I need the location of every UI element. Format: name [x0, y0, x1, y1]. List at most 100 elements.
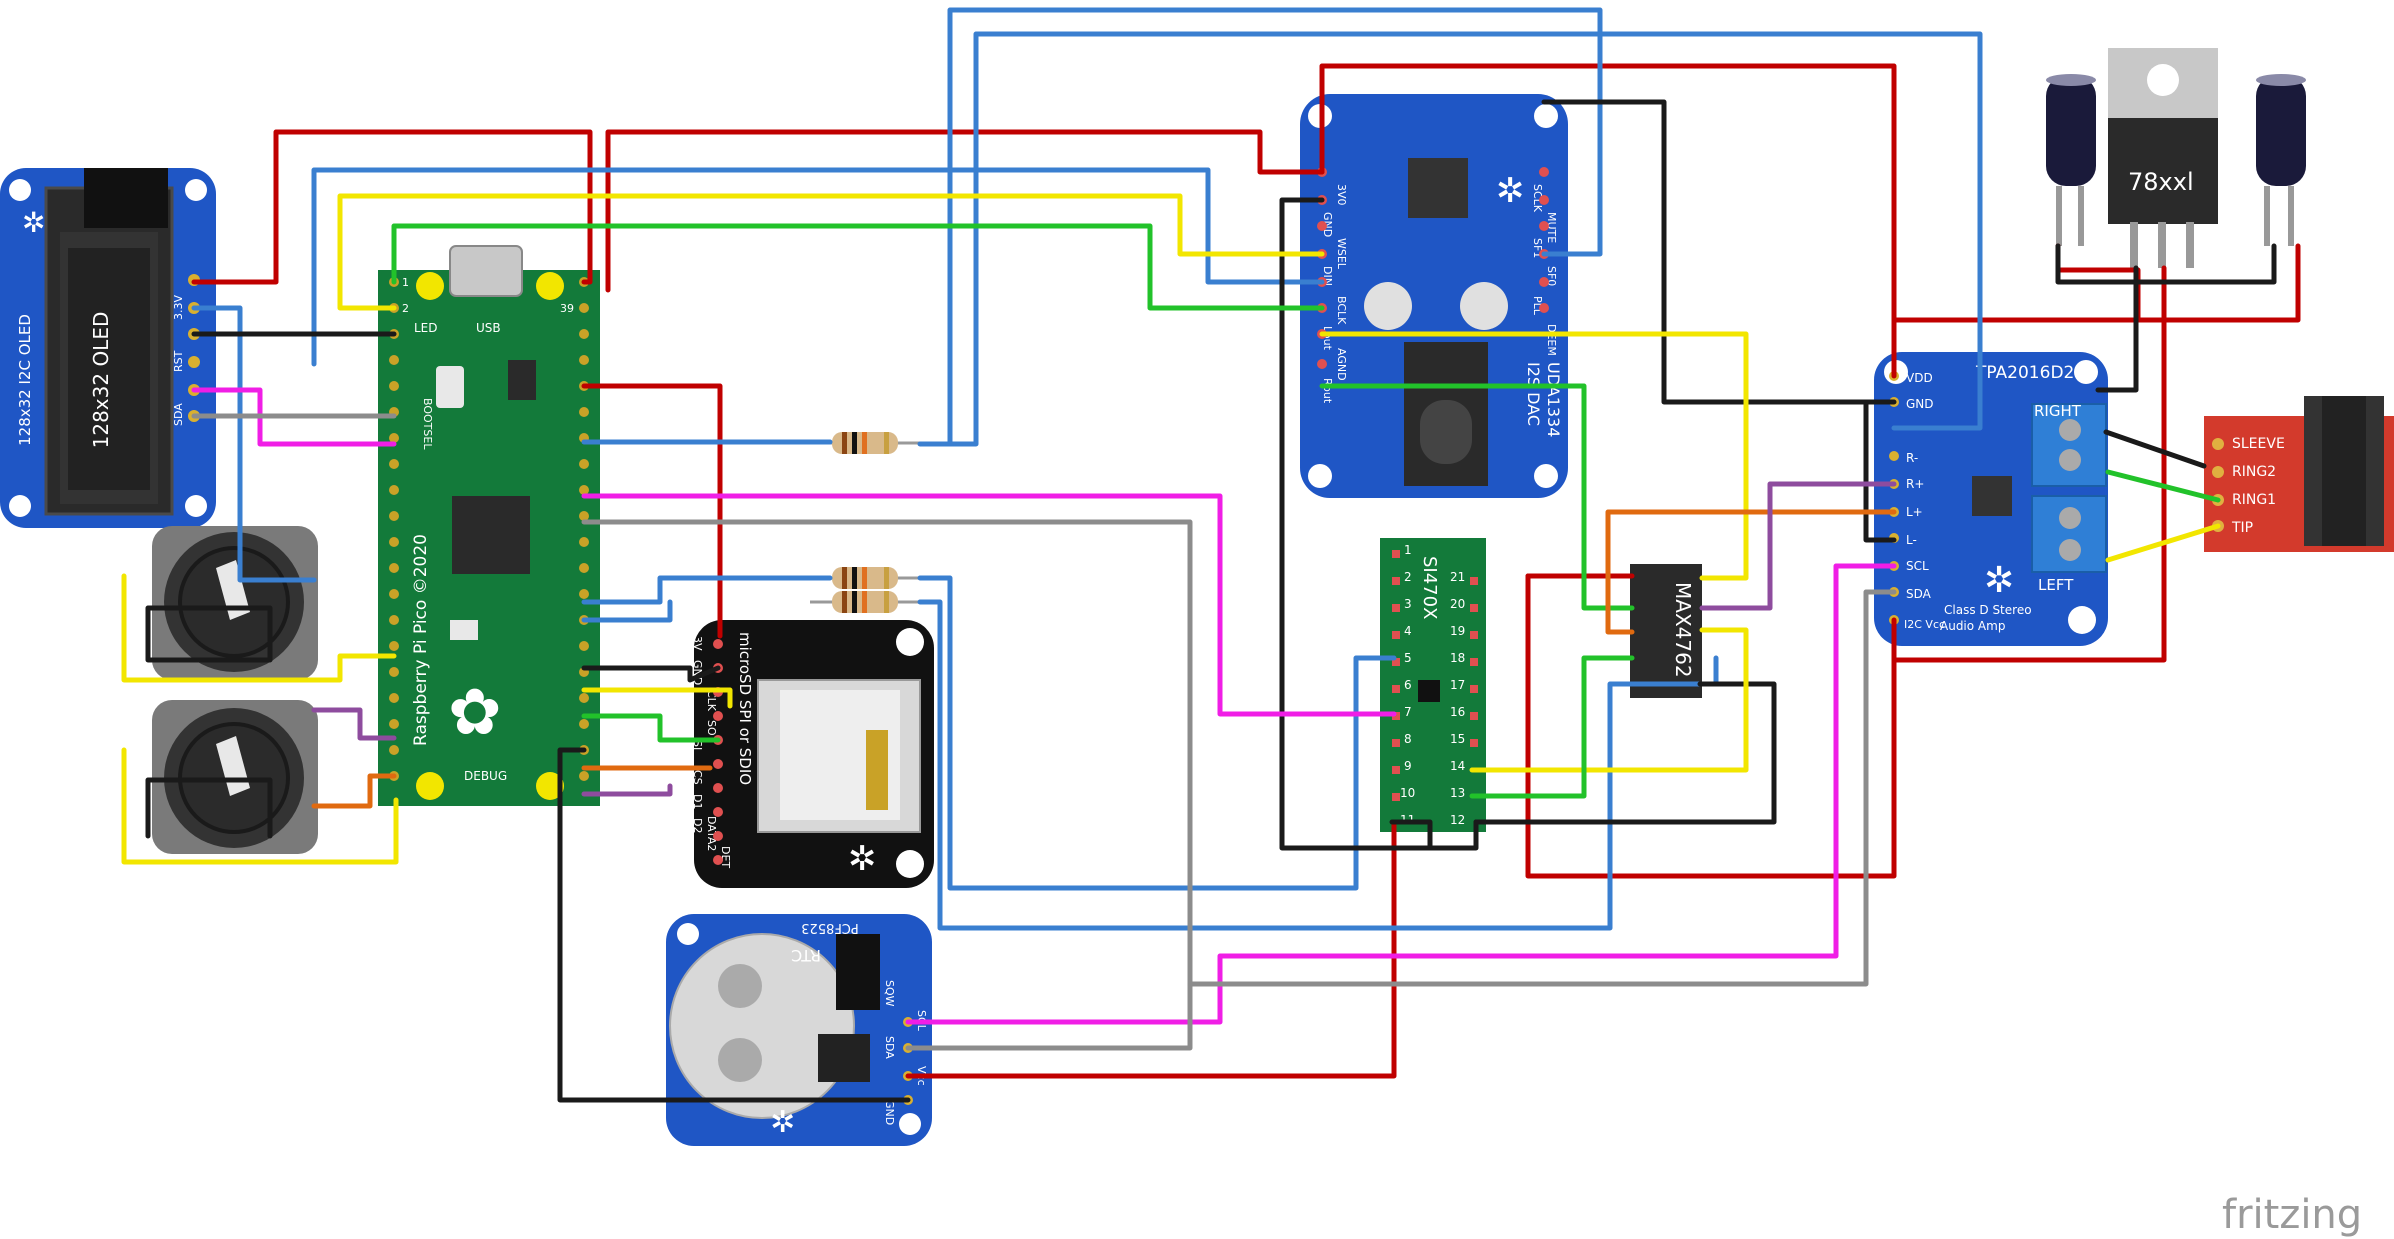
- capacitor-2: [2256, 74, 2306, 246]
- wire-blue: [947, 7, 1603, 447]
- wire-blue: [581, 575, 833, 605]
- si-left-4: 4: [1404, 624, 1412, 638]
- amp-subtitle2: Audio Amp: [1940, 619, 2005, 633]
- i2s-dac-module: ✲ UDA1334 I2S DAC 3V0 GND WSEL DIN BCLK …: [1300, 94, 1568, 498]
- dac-pin-3v0: 3V0: [1335, 184, 1348, 206]
- oled-screen-text: 128x32 OLED: [89, 312, 113, 449]
- oled-title: 128x32 I2C OLED: [16, 314, 34, 446]
- sd-pin-si: SI: [691, 740, 704, 750]
- wire-blue: [917, 599, 1719, 931]
- amp-module: ✲ TPA2016D2 RIGHT LEFT Class D Stereo Au…: [1874, 352, 2108, 646]
- amp-pin-lplus: L+: [1906, 505, 1923, 519]
- wire-blue: [917, 31, 1983, 447]
- pico-bootsel-label: BOOTSEL: [421, 398, 434, 450]
- wire-red: [1891, 243, 2301, 323]
- wire-red: [605, 129, 1325, 293]
- wire-black: [2055, 243, 2277, 285]
- wire-black: [557, 747, 911, 1103]
- wire-gray: [1187, 589, 1897, 987]
- max-title: MAX4762: [1671, 582, 1695, 678]
- rtc-pin-gnd: GND: [883, 1100, 896, 1125]
- wire-red: [1525, 573, 1897, 879]
- wire-orange: [311, 773, 397, 809]
- pico-debug-label: DEBUG: [464, 769, 507, 783]
- wire-purple: [581, 783, 673, 797]
- oled-pin-rst: RST: [172, 350, 185, 372]
- adafruit-star-icon: ✲: [848, 839, 877, 879]
- oled-module: 128x32 OLED 128x32 I2C OLED 3.3V RST SDA…: [0, 168, 216, 528]
- si470x-module: SI470X 1 2 3 4 5 6 7 8 9 10 11 21 20 19 …: [1380, 538, 1486, 832]
- amp-pin-rminus: R-: [1906, 451, 1918, 465]
- rtc-subtitle: RTC: [791, 946, 821, 965]
- rtc-pin-sda: SDA: [883, 1036, 896, 1059]
- si-right-16: 16: [1450, 705, 1465, 719]
- wire-yellow: [121, 573, 397, 683]
- max4762-chip: MAX4762: [1630, 564, 1702, 698]
- wire-black: [1279, 197, 1479, 851]
- si-right-12: 12: [1450, 813, 1465, 827]
- sd-pin-d1: D1: [691, 794, 704, 809]
- pico-name: Raspberry Pi Pico ©2020: [411, 534, 431, 746]
- wire-gray: [581, 519, 1193, 1051]
- wire-blue: [917, 575, 1397, 891]
- wire-black: [2103, 429, 2207, 469]
- si-right-14: 14: [1450, 759, 1465, 773]
- pico-pin39-label: 39: [560, 302, 574, 315]
- wire-red: [905, 821, 1397, 1079]
- dac-title: UDA1334: [1544, 362, 1563, 437]
- adafruit-star-icon: ✲: [1984, 560, 2014, 601]
- amp-right-label: RIGHT: [2034, 402, 2082, 420]
- wire-yellow: [2105, 523, 2221, 563]
- wire-red: [191, 129, 593, 285]
- si-right-19: 19: [1450, 624, 1465, 638]
- wire-black: [1389, 819, 1433, 851]
- jack-pin-ring2: RING2: [2232, 464, 2276, 480]
- potentiometer-2: [152, 700, 318, 854]
- sd-pin-cs: CS: [691, 770, 704, 785]
- wire-yellow: [1319, 331, 1749, 581]
- sd-pin-3v: 3V: [691, 636, 704, 651]
- dac-subtitle: I2S DAC: [1524, 362, 1543, 426]
- si-left-5: 5: [1404, 651, 1412, 665]
- si-left-6: 6: [1404, 678, 1412, 692]
- wire-black: [145, 605, 273, 663]
- wire-black: [581, 665, 721, 683]
- dac-pin-sclk: SCLK: [1531, 184, 1544, 213]
- sd-pin-so: SO: [705, 720, 718, 736]
- si-right-15: 15: [1450, 732, 1465, 746]
- dac-pin-bclk: BCLK: [1335, 296, 1348, 325]
- microsd-breakout: ✲ microSD SPI or SDIO 3V GND CLK SO SI C…: [691, 620, 934, 888]
- wire-purple: [1699, 481, 1897, 611]
- dac-pin-mute: MUTE: [1545, 212, 1558, 243]
- oled-pin-sda: SDA: [172, 403, 185, 426]
- amp-title: TPA2016D2: [1975, 363, 2074, 383]
- si-left-8: 8: [1404, 732, 1412, 746]
- si-title: SI470X: [1419, 556, 1440, 619]
- wire-orange: [1605, 509, 1897, 635]
- wire-yellow: [337, 193, 1325, 311]
- wire-magenta: [581, 493, 1397, 717]
- adafruit-star-icon: ✲: [770, 1105, 795, 1140]
- amp-subtitle: Class D Stereo: [1944, 603, 2032, 617]
- si-left-9: 9: [1404, 759, 1412, 773]
- audio-jack: SLEEVE RING2 RING1 TIP: [2204, 396, 2394, 552]
- wire-red: [581, 383, 723, 639]
- wire-green: [2105, 469, 2221, 503]
- wire-yellow: [581, 687, 733, 709]
- amp-left-label: LEFT: [2038, 576, 2074, 594]
- amp-pin-gnd: GND: [1906, 397, 1934, 411]
- pico-pin2-label: 2: [402, 302, 409, 315]
- wire-yellow: [121, 747, 399, 865]
- dac-pin-agnd: AGND: [1335, 348, 1348, 381]
- wire-black: [2095, 265, 2139, 393]
- wire-black: [1863, 399, 1897, 543]
- wire-black: [1541, 99, 1897, 405]
- wire-blue: [581, 599, 673, 623]
- si-left-1: 1: [1404, 543, 1412, 557]
- potentiometer-1: [152, 526, 318, 680]
- jack-pin-tip: TIP: [2231, 520, 2253, 536]
- voltage-regulator: 78xxl: [2108, 48, 2218, 268]
- wire-purple: [311, 707, 397, 741]
- sd-title: microSD SPI or SDIO: [736, 632, 754, 785]
